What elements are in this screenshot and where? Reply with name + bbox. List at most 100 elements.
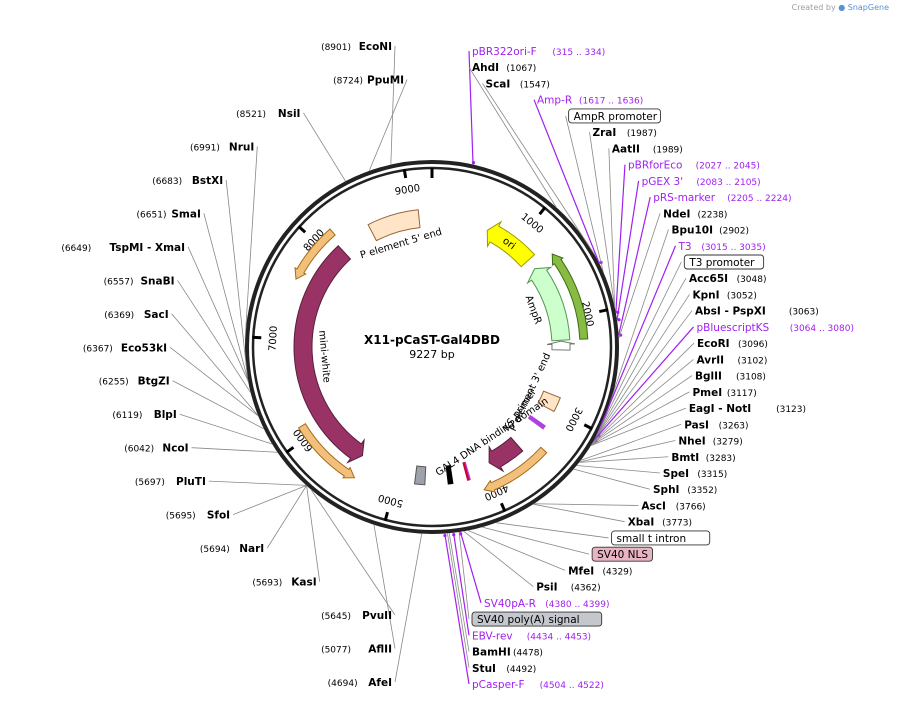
enzyme-pos-kpni: (3052) xyxy=(727,291,757,301)
leader-econi xyxy=(390,45,396,165)
box-label-sv40-polya-signal: SV40 poly(A) signal xyxy=(477,614,580,626)
leader-bpu10i xyxy=(603,229,669,421)
leader-sv40-polya-signal xyxy=(458,531,470,620)
annotation-smai: SmaI (6651) xyxy=(137,208,201,220)
annotation-pmei: PmeI(3117) xyxy=(692,387,756,399)
enzyme-pos-smai: (6651) xyxy=(137,210,167,220)
enzyme-pos-ahdi: (1067) xyxy=(506,64,536,74)
enzyme-name-ecori: EcoRI xyxy=(697,338,730,350)
enzyme-pos-aatii: (1989) xyxy=(653,145,683,155)
leader-ndei xyxy=(618,213,661,339)
annotation-aflii: AflII(5077) xyxy=(321,644,392,656)
scale-tick-5000 xyxy=(383,511,389,522)
annotation-sphi: SphI(3352) xyxy=(653,484,717,496)
annotation-econi: EcoNI(8901) xyxy=(321,41,392,53)
annotation-prs-marker: pRS-marker(2205 .. 2224) xyxy=(653,192,791,204)
annotation-sv40pa-r: SV40pA-R(4380 .. 4399) xyxy=(484,598,609,610)
leader-t3 xyxy=(596,245,677,436)
annotation-amp-r: Amp-R(1617 .. 1636) xyxy=(537,95,643,107)
enzyme-pos-pasi: (3263) xyxy=(719,421,749,431)
primer-pos-pbrforeco: (2027 .. 2045) xyxy=(696,162,760,172)
enzyme-name-nrui: NruI xyxy=(229,141,254,153)
annotation-pgex-3: pGEX 3'(2083 .. 2105) xyxy=(642,176,761,188)
leader-scai xyxy=(482,83,595,255)
enzyme-pos-bglii: (3108) xyxy=(736,373,766,383)
box-sv40-polya-signal xyxy=(471,611,603,627)
enzyme-name-bamhi: BamHI xyxy=(472,647,511,659)
annotation-pbr322ori-f: pBR322ori-F(315 .. 334) xyxy=(472,46,605,58)
annotation-bstxi: BstXI (6683) xyxy=(152,175,223,187)
leader-ecori xyxy=(592,342,695,444)
snapgene-credit: Created by ● SnapGene xyxy=(792,3,889,12)
leader-saci xyxy=(171,313,259,416)
leader-bglii xyxy=(591,375,693,445)
leader-psii xyxy=(463,530,534,587)
annotation-ndei: NdeI(2238) xyxy=(663,208,727,220)
feature-outer-a xyxy=(551,253,589,340)
annotation-nrui: NruI(6991) xyxy=(190,141,254,153)
leader-pluti xyxy=(208,480,307,486)
enzyme-name-ndei: NdeI xyxy=(663,208,690,220)
primer-mark-pbr322ori-f xyxy=(471,161,476,165)
enzyme-name-avrii: AvrII xyxy=(696,354,724,366)
primer-name-pbluescriptks: pBluescriptKS xyxy=(697,322,770,334)
primer-name-amp-r: Amp-R xyxy=(537,95,572,107)
annotation-bamhi: BamHI(4478) xyxy=(472,647,543,659)
leader-aflii xyxy=(373,524,396,649)
enzyme-name-sphi: SphI xyxy=(653,484,679,496)
annotation-labels: pBR322ori-F(315 .. 334) AhdI (1067) ScaI (15… xyxy=(61,41,854,691)
annotation-snabi: SnaBI(6557) xyxy=(104,275,175,287)
enzyme-name-bpu10i: Bpu10I xyxy=(671,225,713,237)
feature-outer-d xyxy=(294,228,336,280)
annotation-xbai: XbaI(3773) xyxy=(628,517,692,529)
primer-pos-ebv-rev: (4434 .. 4453) xyxy=(527,632,591,642)
enzyme-pos-mfei: (4329) xyxy=(602,567,632,577)
enzyme-name-zrai: ZraI xyxy=(593,127,617,139)
enzyme-name-nsii: NsiI xyxy=(278,108,301,120)
enzyme-name-bglii: BglII xyxy=(695,371,722,383)
primer-mark-ebv-rev xyxy=(452,533,456,537)
enzyme-name-bstxi: BstXI xyxy=(192,175,223,187)
enzyme-name-ahdi: AhdI xyxy=(472,62,499,74)
snapgene-logo-icon: ● xyxy=(838,3,846,12)
scale-tick-2000 xyxy=(598,308,609,314)
scale-tick-label-5000: 5000 xyxy=(377,491,404,508)
annotation-ncoi: NcoI(6042) xyxy=(124,443,188,455)
annotation-scai: ScaI (1547) xyxy=(486,78,550,90)
annotation-pcasper-f: pCasper-F(4504 .. 4522) xyxy=(472,679,604,691)
enzyme-name-scai: ScaI xyxy=(486,78,511,90)
enzyme-name-smai: SmaI xyxy=(171,208,201,220)
enzyme-pos-bamhi: (4478) xyxy=(513,649,543,659)
enzyme-pos-aflii: (5077) xyxy=(321,646,351,656)
leader-nsii xyxy=(303,112,346,182)
annotation-ebv-rev: EBV-rev(4434 .. 4453) xyxy=(472,630,591,642)
box-label-sv40-nls: SV40 NLS xyxy=(597,549,648,561)
annotation-pluti: PluTI(5697) xyxy=(135,476,206,488)
feature-p-element-5-end xyxy=(367,209,421,242)
feature-marker-b xyxy=(462,461,470,481)
leader-t3-promoter xyxy=(595,261,682,437)
leader-btgzi xyxy=(172,380,265,430)
feature-outer-b xyxy=(483,446,548,493)
enzyme-pos-ppumi: (8724) xyxy=(333,76,363,86)
leader-eco53ki xyxy=(169,346,259,417)
scale-tick-9000 xyxy=(402,168,408,179)
annotation-kasi: KasI(5693) xyxy=(252,577,316,589)
leader-absi-pspxi xyxy=(594,310,693,440)
primer-pos-prs-marker: (2205 .. 2224) xyxy=(727,194,791,204)
annotation-ppumi: PpuMI(8724) xyxy=(333,74,404,86)
box-label-t3-promoter: T3 promoter xyxy=(688,257,755,269)
enzyme-pos-bstxi: (6683) xyxy=(152,177,182,187)
credit-prefix: Created by xyxy=(791,3,836,12)
enzyme-name-sfoi: SfoI xyxy=(207,510,230,522)
enzyme-name-afei: AfeI xyxy=(368,677,392,689)
primer-pos-pbr322ori-f: (315 .. 334) xyxy=(552,48,605,58)
leader-small-t-intron xyxy=(496,522,609,539)
enzyme-pos-saci: (6369) xyxy=(104,311,134,321)
enzyme-pos-scai: (1547) xyxy=(520,80,550,90)
enzyme-pos-ecori: (3096) xyxy=(738,340,768,350)
enzyme-pos-nhei: (3279) xyxy=(713,438,743,448)
primer-mark-pgex-3 xyxy=(617,318,621,322)
leader-pasi xyxy=(580,423,682,461)
box-label-ampr-promoter: AmpR promoter xyxy=(574,111,658,123)
